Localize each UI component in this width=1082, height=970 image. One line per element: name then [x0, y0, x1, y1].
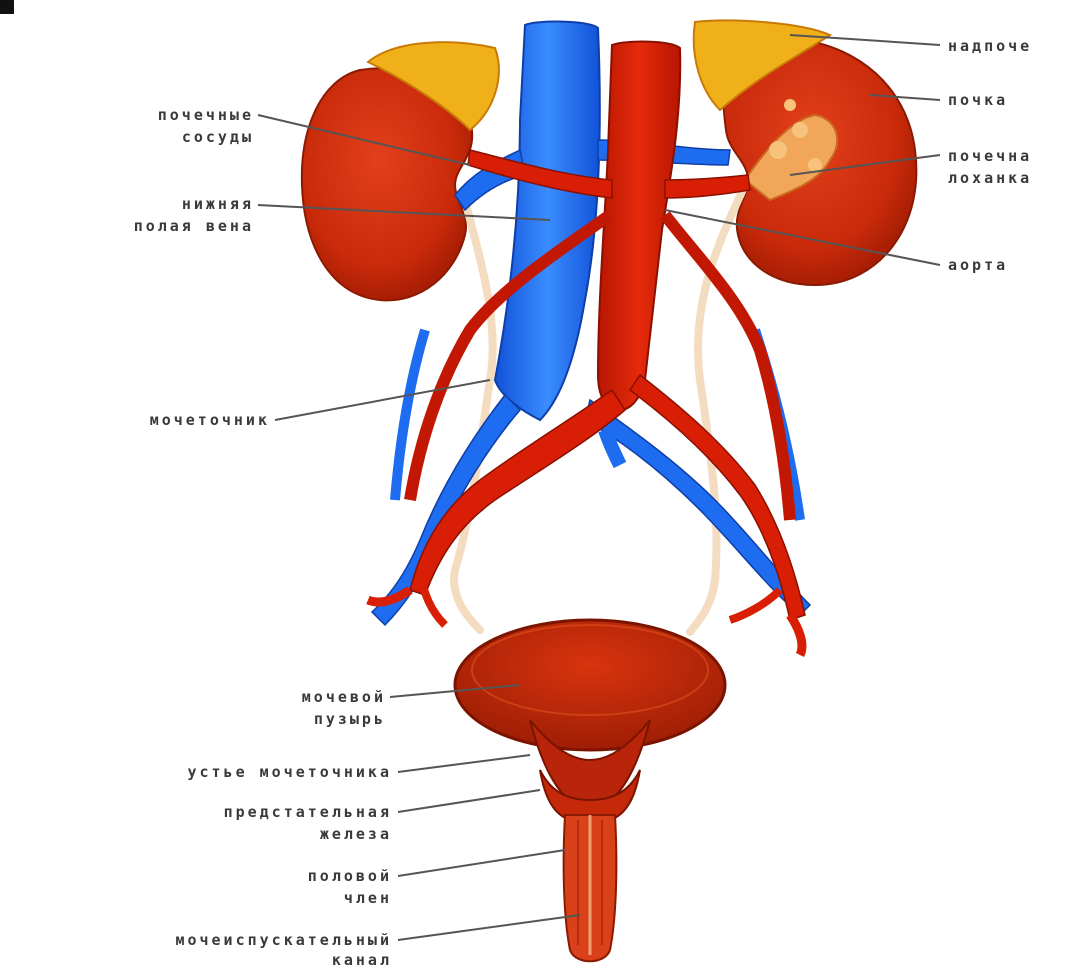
label-renal-vessels-line2: сосуды [182, 127, 254, 147]
label-adrenal: надпоче [948, 36, 1032, 56]
label-penis-line2: член [344, 888, 392, 908]
label-bladder-line2: пузырь [314, 709, 386, 729]
label-prostate-line1: предстательная [224, 802, 392, 822]
label-urethra-line2: канал [332, 950, 392, 970]
label-penis-line1: половой [308, 866, 392, 886]
label-ureter: мочеточник [150, 410, 270, 430]
label-renal-vessels-line1: почечные [158, 105, 254, 125]
label-vena-cava-line1: нижняя [182, 194, 254, 214]
label-renal-pelvis-line1: почечна [948, 146, 1032, 166]
label-bladder-line1: мочевой [302, 687, 386, 707]
label-prostate-line2: железа [320, 824, 392, 844]
label-ureter-orifice: устье мочеточника [187, 762, 392, 782]
label-aorta: аорта [948, 255, 1008, 275]
label-urethra-line1: мочеиспускательный [175, 930, 392, 950]
left-ureter [454, 200, 493, 630]
label-renal-pelvis-line2: лоханка [948, 168, 1032, 188]
bladder [455, 620, 725, 800]
label-vena-cava-line2: полая вена [134, 216, 254, 236]
penis [564, 815, 617, 961]
label-kidney: почка [948, 90, 1008, 110]
